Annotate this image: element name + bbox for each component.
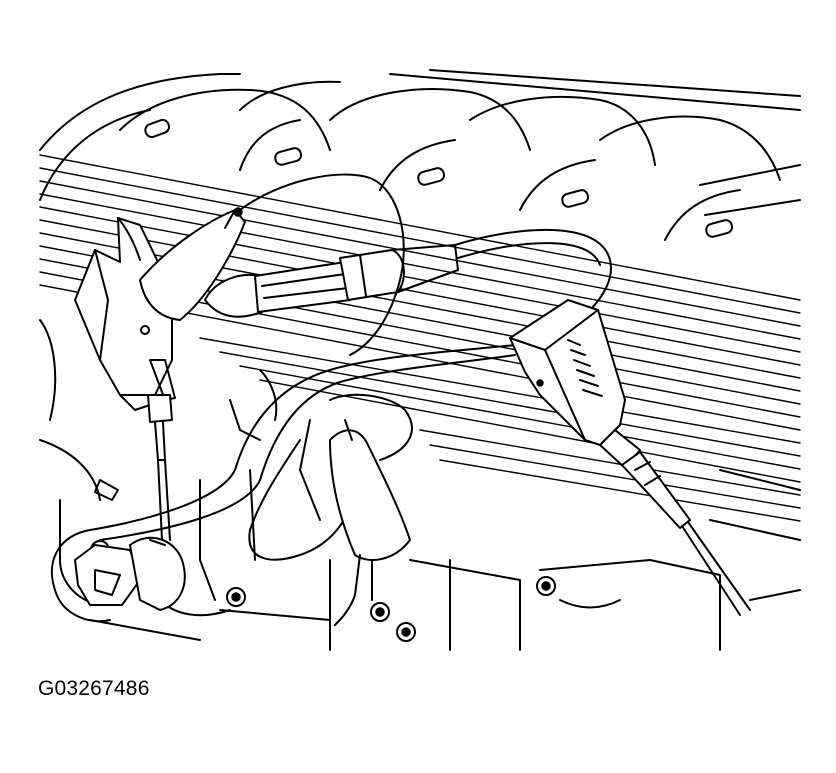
bolt-icon: [396, 622, 416, 642]
spark-plug-wire-boot: [204, 244, 459, 318]
intake-runners: [39, 69, 801, 241]
figure-id-label: G03267486: [38, 677, 150, 700]
bolt-icon: [226, 587, 246, 607]
probe-wires: [50, 173, 612, 623]
sensor-connector: [74, 536, 186, 611]
probe-handle: [509, 299, 751, 616]
bolt-icon: [370, 602, 390, 622]
lower-probe-clip: [329, 419, 411, 626]
bolt-icon: [536, 576, 556, 596]
upper-probe-clip: [139, 207, 246, 321]
